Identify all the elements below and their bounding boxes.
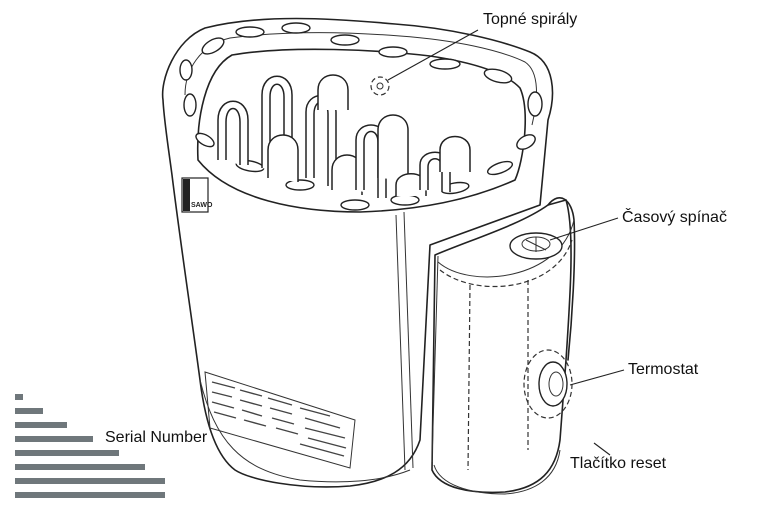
heating-coils [218, 75, 470, 198]
leader-lines [388, 30, 624, 455]
thermostat-label: Termostat [628, 361, 698, 379]
reset-button-label: Tlačítko reset [570, 455, 666, 473]
control-unit [432, 198, 575, 494]
heater-body [163, 19, 553, 487]
serial-number-label: Serial Number [105, 429, 207, 447]
svg-text:SAWO: SAWO [191, 202, 213, 209]
heating-coils-label: Topné spirály [483, 11, 577, 29]
sensor-ring [371, 77, 389, 95]
serial-plate [205, 372, 355, 468]
brand-logo: SAWO [182, 178, 213, 212]
timer-switch-label: Časový spínač [622, 209, 727, 227]
